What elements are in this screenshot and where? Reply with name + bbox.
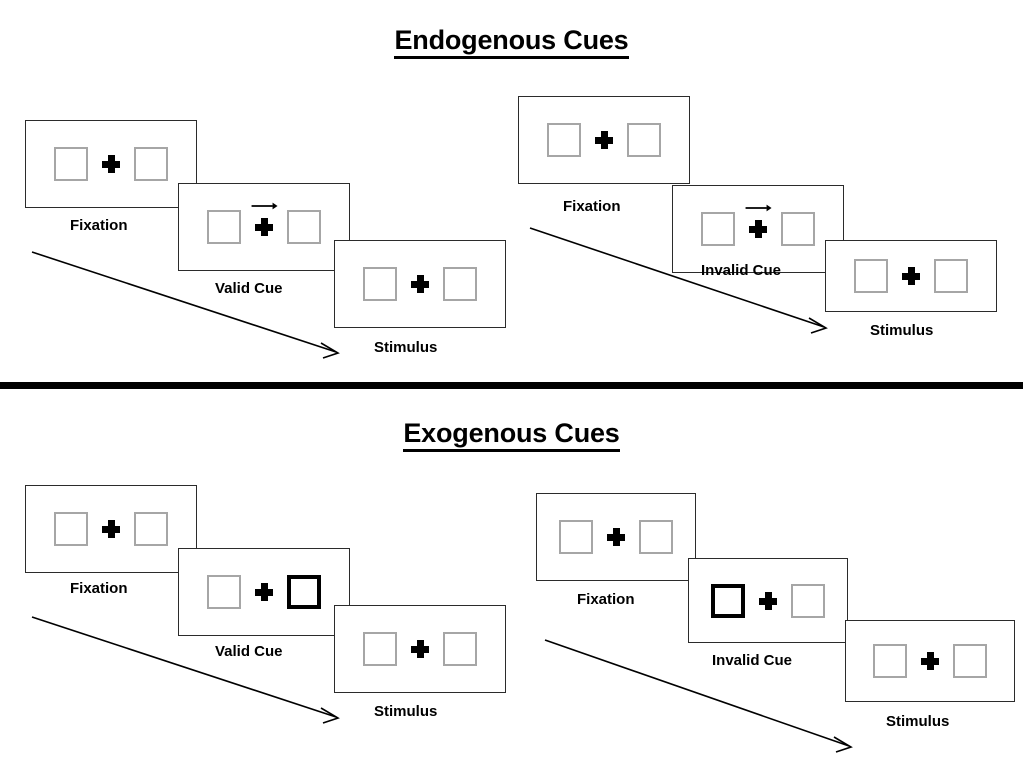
target-box-right: [639, 520, 673, 554]
fixation-cross-icon: [902, 267, 920, 285]
stage-label-valid-cue: Valid Cue: [215, 280, 283, 297]
display-content: [701, 204, 815, 246]
target-box-right: [781, 212, 815, 246]
target-box-left: [854, 259, 888, 293]
panel-exogenous-invalid-fixation: [536, 493, 696, 581]
fixation-cross-icon: [411, 640, 429, 658]
fixation-cross-icon: [921, 652, 939, 670]
display-content: [547, 123, 661, 157]
target-box-right: [627, 123, 661, 157]
stage-label-stimulus: Stimulus: [374, 339, 438, 356]
display-content: [873, 644, 987, 678]
panel-exogenous-valid-cue: [178, 548, 350, 636]
section-title-exogenous-text: Exogenous Cues: [403, 418, 620, 452]
fixation-cross-icon: [411, 275, 429, 293]
panel-endogenous-valid-stimulus: [334, 240, 506, 328]
panel-endogenous-invalid-cue: [672, 185, 844, 273]
target-box-right: [443, 267, 477, 301]
target-box-right: [791, 583, 825, 618]
target-box-left: [873, 644, 907, 678]
target-box-left-cued: [711, 583, 745, 618]
target-box-right: [134, 147, 168, 181]
panel-endogenous-valid-fixation: [25, 120, 197, 208]
panel-exogenous-invalid-cue: [688, 558, 848, 643]
stage-label-fixation: Fixation: [563, 198, 621, 215]
display-content: [207, 575, 321, 609]
fixation-cross-icon: [251, 202, 278, 236]
stage-label-fixation: Fixation: [70, 217, 128, 234]
target-box-right: [287, 210, 321, 244]
panel-exogenous-valid-fixation: [25, 485, 197, 573]
stage-label-valid-cue: Valid Cue: [215, 643, 283, 660]
panel-exogenous-valid-stimulus: [334, 605, 506, 693]
display-content: [54, 147, 168, 181]
target-box-left: [559, 520, 593, 554]
stage-label-stimulus: Stimulus: [886, 713, 950, 730]
arrow-right-cue-icon: [251, 201, 279, 211]
target-box-right: [443, 632, 477, 666]
target-box-right: [953, 644, 987, 678]
target-box-left: [363, 632, 397, 666]
fixation-cross-icon: [607, 528, 625, 546]
target-box-left: [701, 212, 735, 246]
target-box-left: [207, 575, 241, 609]
fixation-cross-icon: [102, 520, 120, 538]
target-box-left: [54, 512, 88, 546]
panel-endogenous-invalid-fixation: [518, 96, 690, 184]
fixation-cross-icon: [102, 155, 120, 173]
panel-exogenous-invalid-stimulus: [845, 620, 1015, 702]
display-content: [854, 259, 968, 293]
section-title-exogenous: Exogenous Cues: [0, 418, 1023, 452]
fixation-cross-icon: [759, 591, 777, 610]
target-box-left: [363, 267, 397, 301]
stage-label-fixation: Fixation: [577, 591, 635, 608]
panel-endogenous-invalid-stimulus: [825, 240, 997, 312]
fixation-cross-icon: [595, 131, 613, 149]
section-title-endogenous: Endogenous Cues: [0, 25, 1023, 59]
stage-label-fixation: Fixation: [70, 580, 128, 597]
display-content: [207, 202, 321, 244]
target-box-left: [54, 147, 88, 181]
target-box-left: [207, 210, 241, 244]
stage-label-stimulus: Stimulus: [870, 322, 934, 339]
stage-label-invalid-cue: Invalid Cue: [701, 262, 782, 279]
time-flow-arrow-exogenous-invalid: [543, 636, 873, 761]
section-divider: [0, 382, 1023, 389]
target-box-right: [134, 512, 168, 546]
fixation-cross-icon: [255, 583, 273, 601]
fixation-cross-icon: [745, 204, 772, 238]
display-content: [54, 512, 168, 546]
panel-endogenous-valid-cue: [178, 183, 350, 271]
display-content: [363, 632, 477, 666]
target-box-left: [547, 123, 581, 157]
stage-label-stimulus: Stimulus: [374, 703, 438, 720]
target-box-right-cued: [287, 575, 321, 609]
display-content: [711, 583, 825, 618]
target-box-right: [934, 259, 968, 293]
display-content: [559, 520, 673, 554]
stage-label-invalid-cue: Invalid Cue: [712, 652, 793, 669]
arrow-right-cue-icon: [745, 203, 773, 213]
section-title-endogenous-text: Endogenous Cues: [394, 25, 629, 59]
display-content: [363, 267, 477, 301]
